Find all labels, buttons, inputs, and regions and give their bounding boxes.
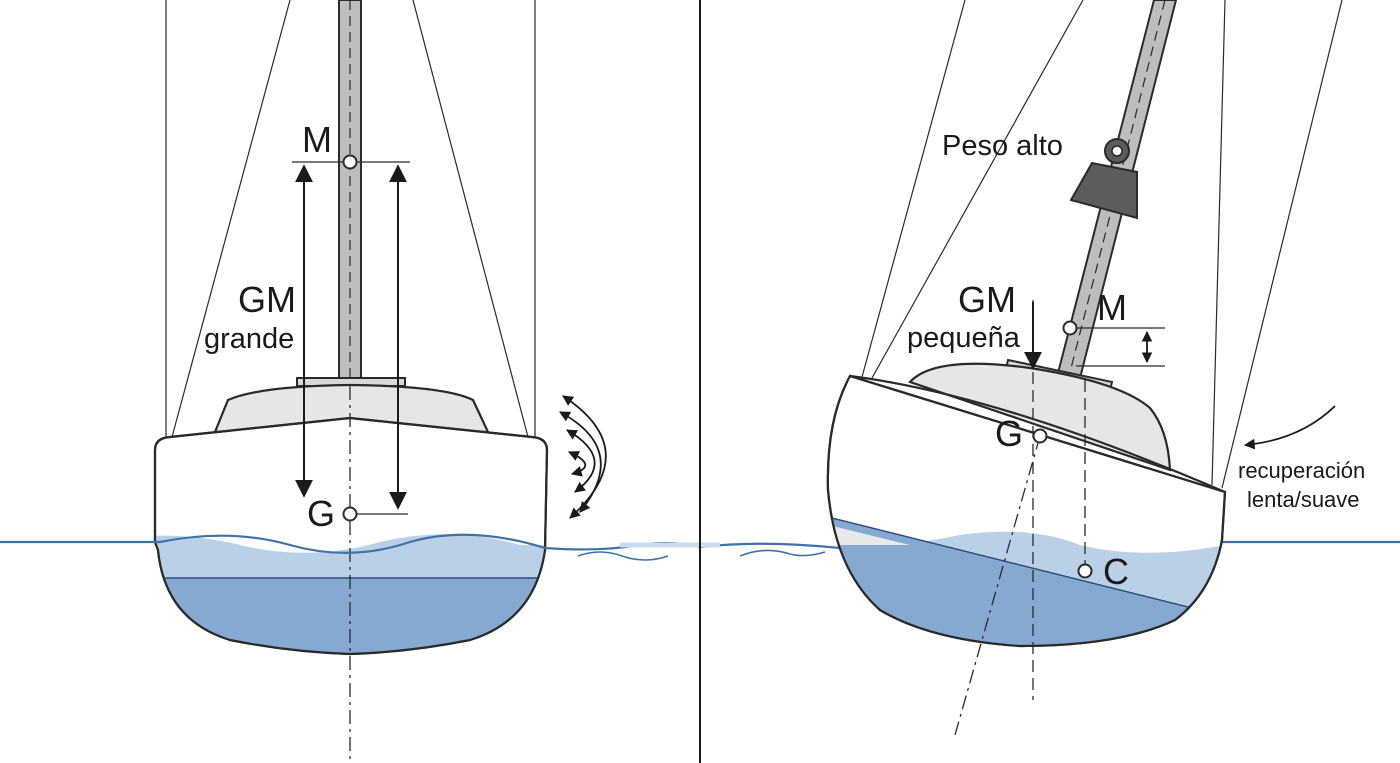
right-g-point (1032, 428, 1048, 444)
left-m-label: M (302, 119, 332, 160)
left-shroud-inner-right (412, 0, 529, 438)
right-g-label: G (995, 413, 1023, 454)
right-shroud-1 (861, 0, 966, 378)
right-m-label: M (1097, 287, 1127, 328)
high-weight-icon (1069, 138, 1138, 220)
right-c-label: C (1103, 551, 1129, 592)
right-m-point (1062, 320, 1078, 336)
left-gm-size-label: grande (204, 323, 294, 355)
rapid-oscillation-icon (559, 395, 607, 519)
left-g-label: G (307, 493, 335, 534)
left-shroud-inner-left (171, 0, 291, 438)
right-tilted-centerline (954, 435, 1041, 736)
left-cabin (213, 383, 490, 434)
left-g-point (342, 506, 358, 522)
right-recovery-label-1: recuperación (1238, 458, 1365, 483)
right-c-point (1077, 563, 1093, 579)
right-deck-line (849, 374, 1226, 494)
right-gm-size-label: pequeña (907, 322, 1021, 354)
wave-ripple-1 (577, 551, 669, 561)
right-recovery-label-2: lenta/suave (1247, 487, 1360, 512)
left-gm-label: GM (238, 279, 296, 320)
right-submerged-water (827, 509, 1225, 646)
right-gm-label: GM (958, 279, 1016, 320)
wave-ripple-2 (739, 549, 826, 557)
right-hull-outline-overlay (826, 374, 1227, 648)
left-hull-outline-overlay (153, 416, 549, 656)
left-boat-group: M G GM grande (153, 0, 607, 763)
right-weight-label: Peso alto (942, 130, 1063, 162)
slow-recovery-arrow (1243, 405, 1336, 450)
right-shroud-4 (1221, 0, 1343, 489)
right-shroud-2 (871, 0, 1084, 379)
left-m-point (342, 154, 358, 170)
right-shroud-3 (1211, 0, 1226, 486)
right-boat-group: Peso alto GM pequeña M G C recuperación … (826, 0, 1365, 736)
